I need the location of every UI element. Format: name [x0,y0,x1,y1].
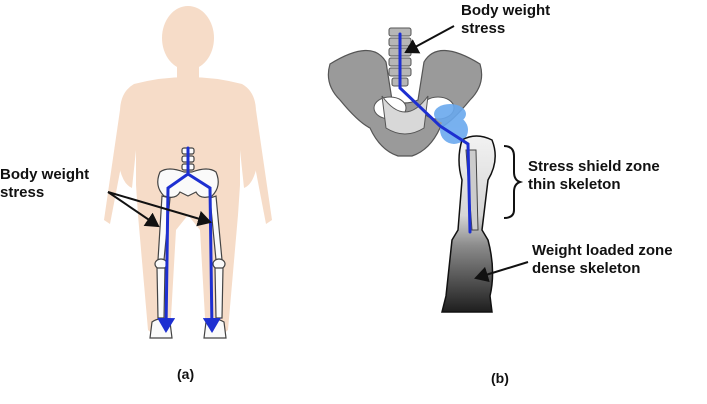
label-a-text: Body weight stress [0,166,89,201]
panel-a [104,6,272,338]
weight-loaded-zone-label: Weight loaded zone dense skeleton [532,242,673,278]
body-weight-stress-label-b: Body weight stress [461,2,550,38]
caption-b: (b) [491,370,509,386]
shield-zone-bracket [504,146,520,218]
caption-a: (a) [177,366,194,382]
stress-shield-zone-text: Stress shield zone thin skeleton [528,158,660,193]
panel-b [328,26,528,312]
stress-shield-zone-label: Stress shield zone thin skeleton [528,158,660,194]
body-weight-stress-label-a: Body weight stress [0,166,89,202]
weight-loaded-zone-text: Weight loaded zone dense skeleton [532,242,673,277]
label-b-text: Body weight stress [461,2,550,37]
